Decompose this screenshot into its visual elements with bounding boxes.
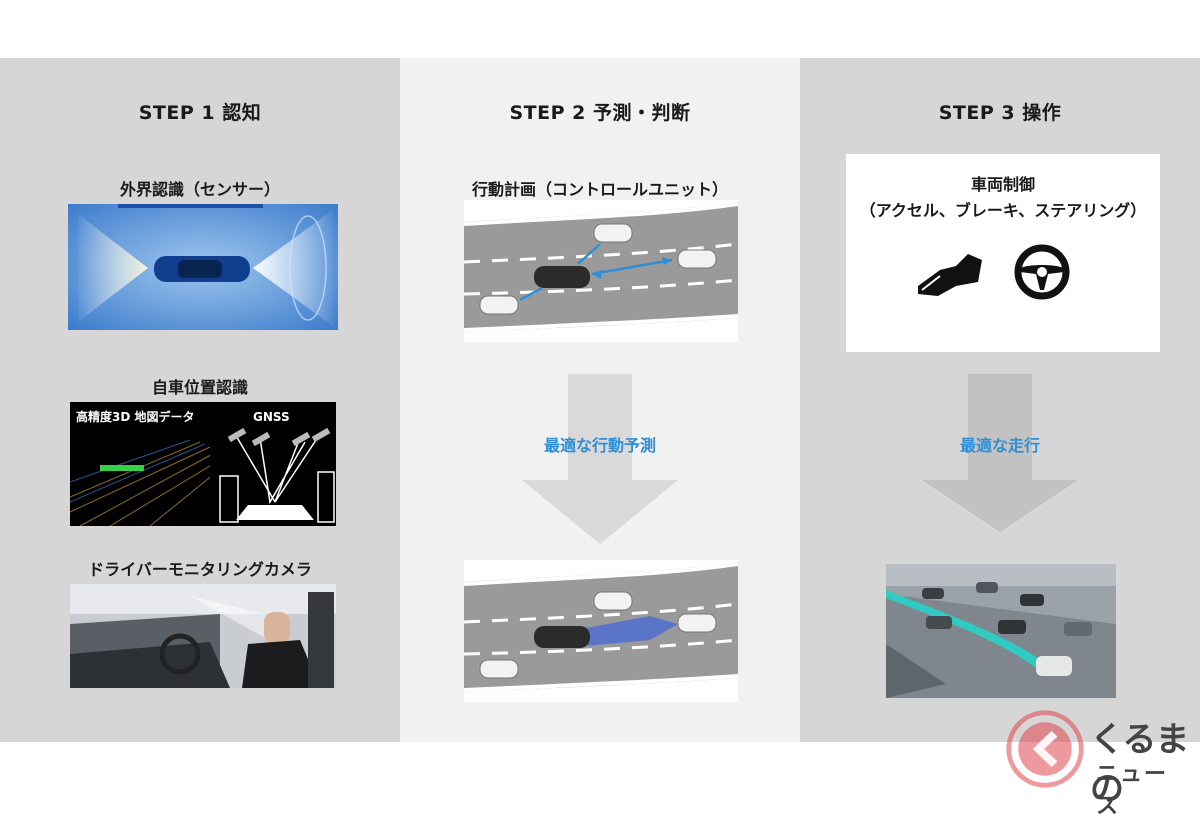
plan-label: 行動計画（コントロールユニット） [471,180,728,199]
vehicle-control-card: 車両制御 （アクセル、ブレーキ、ステアリング） [846,154,1160,352]
vehicle-control-title: 車両制御 [970,175,1035,194]
kuruma-no-news-logo: くるまの ニュース [1004,708,1190,819]
gnss-label: GNSS [253,410,290,424]
step2-title: STEP 2 予測・判断 [509,102,691,124]
optimal-driving-label: 最適な走行 [959,436,1040,455]
step3-column: STEP 3 操作 車両制御 （アクセル、ブレーキ、ステアリング） 最適な走行 [800,58,1200,742]
plan-road-image [464,200,738,342]
driver-camera-image [70,584,336,688]
step2-column: STEP 2 予測・判断 行動計画（コントロールユニット） 最適な行動予測 [400,58,800,742]
sensor-label: 外界認識（センサー） [119,180,280,199]
steering-wheel-icon [1014,244,1070,300]
pedal-icon [916,246,984,298]
step3-title: STEP 3 操作 [938,102,1062,124]
logo-mark-icon [1006,710,1084,788]
down-arrow-step3 [922,374,1078,532]
logo-text-line2: ニュース [1096,762,1169,819]
sensor-image [68,204,338,330]
highway-image [886,564,1116,698]
position-label: 自車位置認識 [151,378,248,397]
step1-title: STEP 1 認知 [138,102,262,124]
optimal-prediction-label: 最適な行動予測 [543,436,656,455]
down-arrow-step2 [522,374,678,544]
logo-text-line1: くるまの [1090,720,1189,809]
vehicle-control-subtitle: （アクセル、ブレーキ、ステアリング） [859,201,1147,220]
step1-column: STEP 1 認知 外界認識（センサー） [0,58,400,742]
camera-label: ドライバーモニタリングカメラ [88,560,312,579]
hd-map-label: 高精度3D 地図データ [76,410,195,424]
position-image: 高精度3D 地図データ GNSS [70,402,336,526]
predicted-road-image [464,560,738,702]
